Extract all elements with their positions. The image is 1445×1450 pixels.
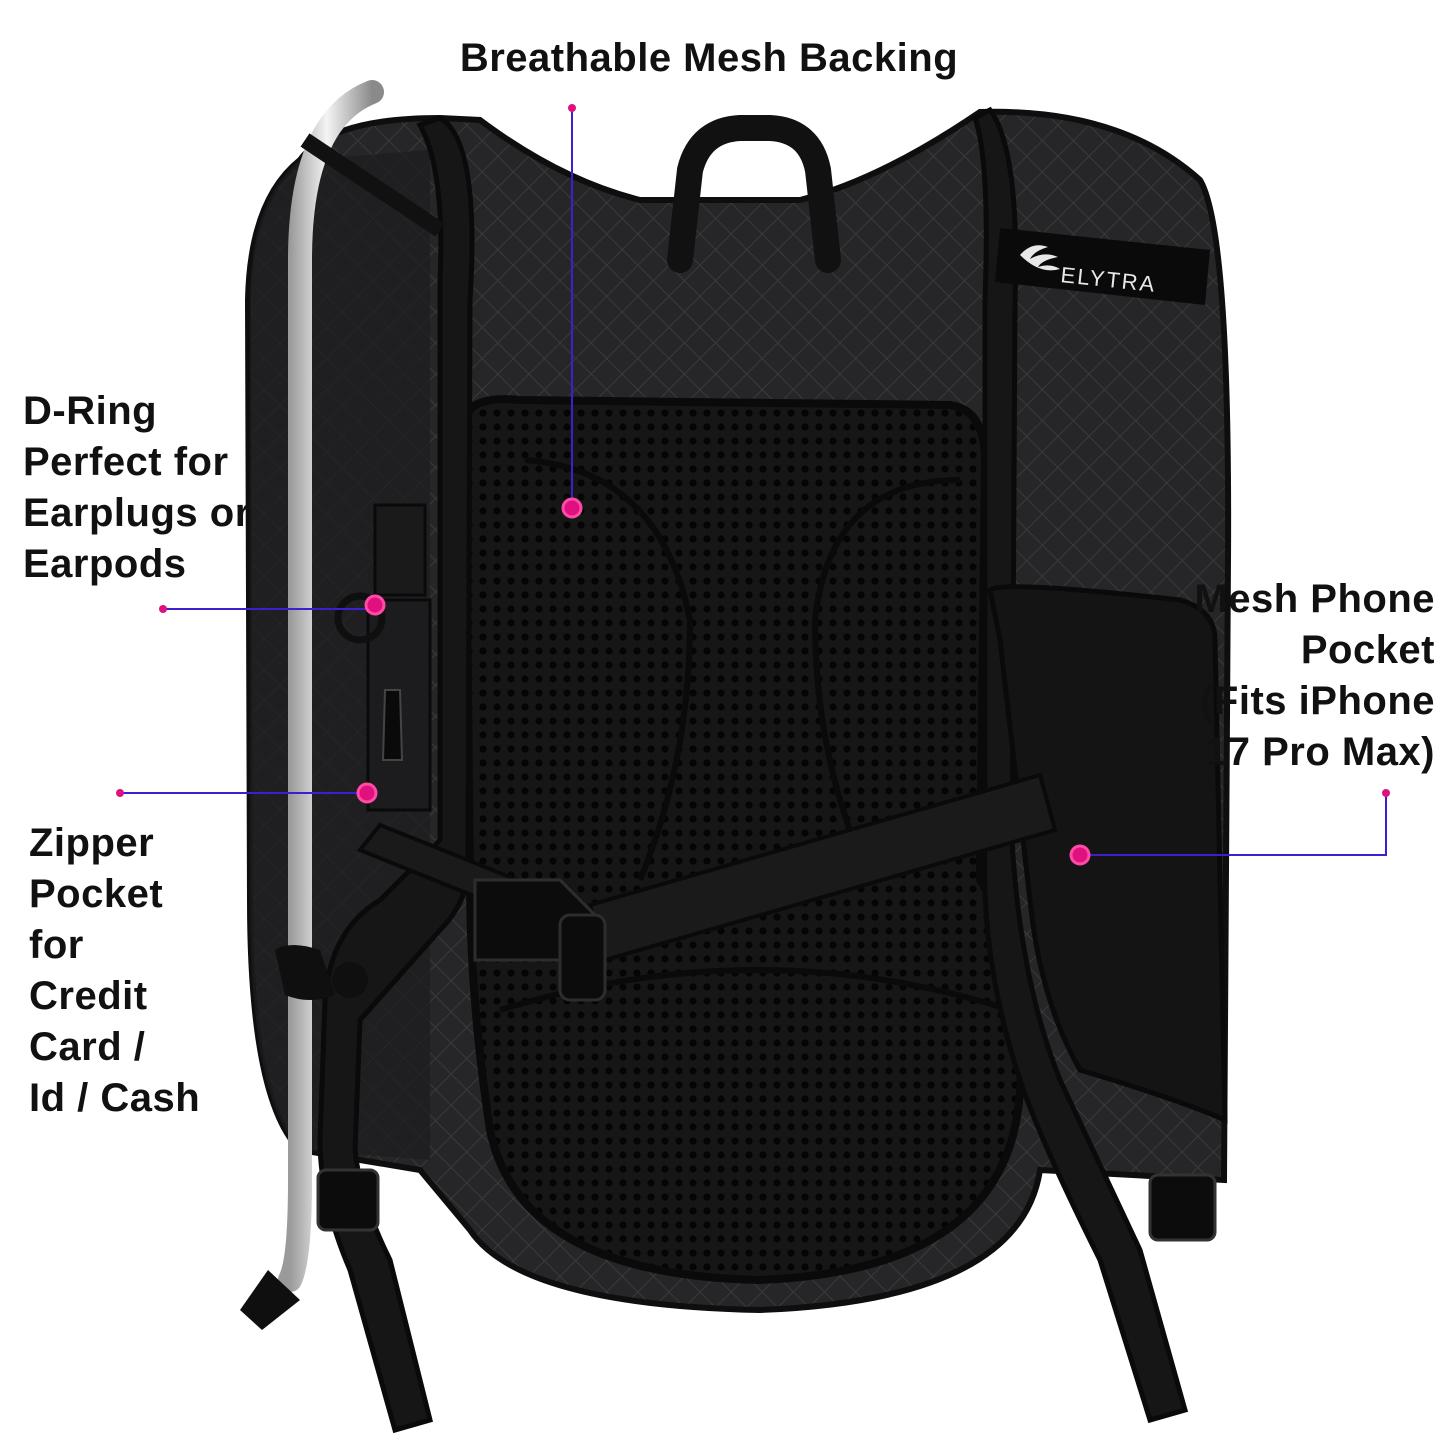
- right-strap-adjuster: [1148, 1173, 1217, 1242]
- callout-phone-line: (Fits iPhone: [1200, 679, 1435, 723]
- callout-zipper-line: for: [29, 923, 84, 967]
- callout-dot-phone: [1382, 789, 1390, 797]
- tube-clip-icon: [275, 945, 335, 1000]
- callout-zipper-line: Credit: [29, 974, 148, 1018]
- zipper-pull-icon: [381, 689, 404, 761]
- callout-leaders: [116, 104, 1390, 866]
- callout-marker-phone: [1069, 844, 1091, 866]
- callout-phone-line: 17 Pro Max): [1204, 730, 1435, 774]
- callout-dring-line: D-Ring: [23, 389, 158, 433]
- callout-dot-zipper: [116, 789, 124, 797]
- chest-strap: [356, 772, 1058, 1002]
- callout-phone-line: Pocket: [1300, 628, 1435, 672]
- callout-dring-label: D-Ring Perfect for Earplugs or Earpods: [23, 386, 251, 590]
- callout-dot-dring: [159, 605, 167, 613]
- left-strap-adjuster: [316, 1168, 380, 1232]
- callout-dring-line: Earpods: [23, 542, 187, 586]
- callout-zipper-line: Pocket: [29, 872, 164, 916]
- callout-dring-line: Earplugs or: [23, 491, 251, 535]
- callout-marker-dring: [364, 594, 386, 616]
- callout-marker-zipper: [356, 782, 378, 804]
- brand-patch: ELYTRA: [995, 228, 1210, 305]
- callout-zipper-line: Id / Cash: [29, 1076, 201, 1120]
- hydration-tube: [278, 80, 384, 1292]
- d-ring-icon: [334, 592, 386, 644]
- callout-marker-mesh: [561, 497, 583, 519]
- phone-pocket: [987, 584, 1228, 1124]
- callout-zipper-line: Zipper: [29, 821, 155, 865]
- callout-phone-label: Mesh Phone Pocket (Fits iPhone 17 Pro Ma…: [1194, 574, 1435, 778]
- callout-phone-line: Mesh Phone: [1194, 577, 1435, 621]
- feature-title: Breathable Mesh Backing: [459, 36, 959, 80]
- callout-zipper-line: Card /: [29, 1025, 146, 1069]
- wing-logo-icon: [1020, 245, 1060, 271]
- mesh-back-panel: [460, 395, 1026, 1285]
- left-shoulder-strap: [317, 115, 475, 1434]
- right-shoulder-strap: [971, 106, 1189, 1424]
- callout-dring-line: Perfect for: [23, 440, 229, 484]
- callout-zipper-label: Zipper Pocket for Credit Card / Id / Cas…: [29, 818, 200, 1124]
- bite-valve-icon: [240, 1270, 300, 1330]
- callout-dot-top: [568, 104, 576, 112]
